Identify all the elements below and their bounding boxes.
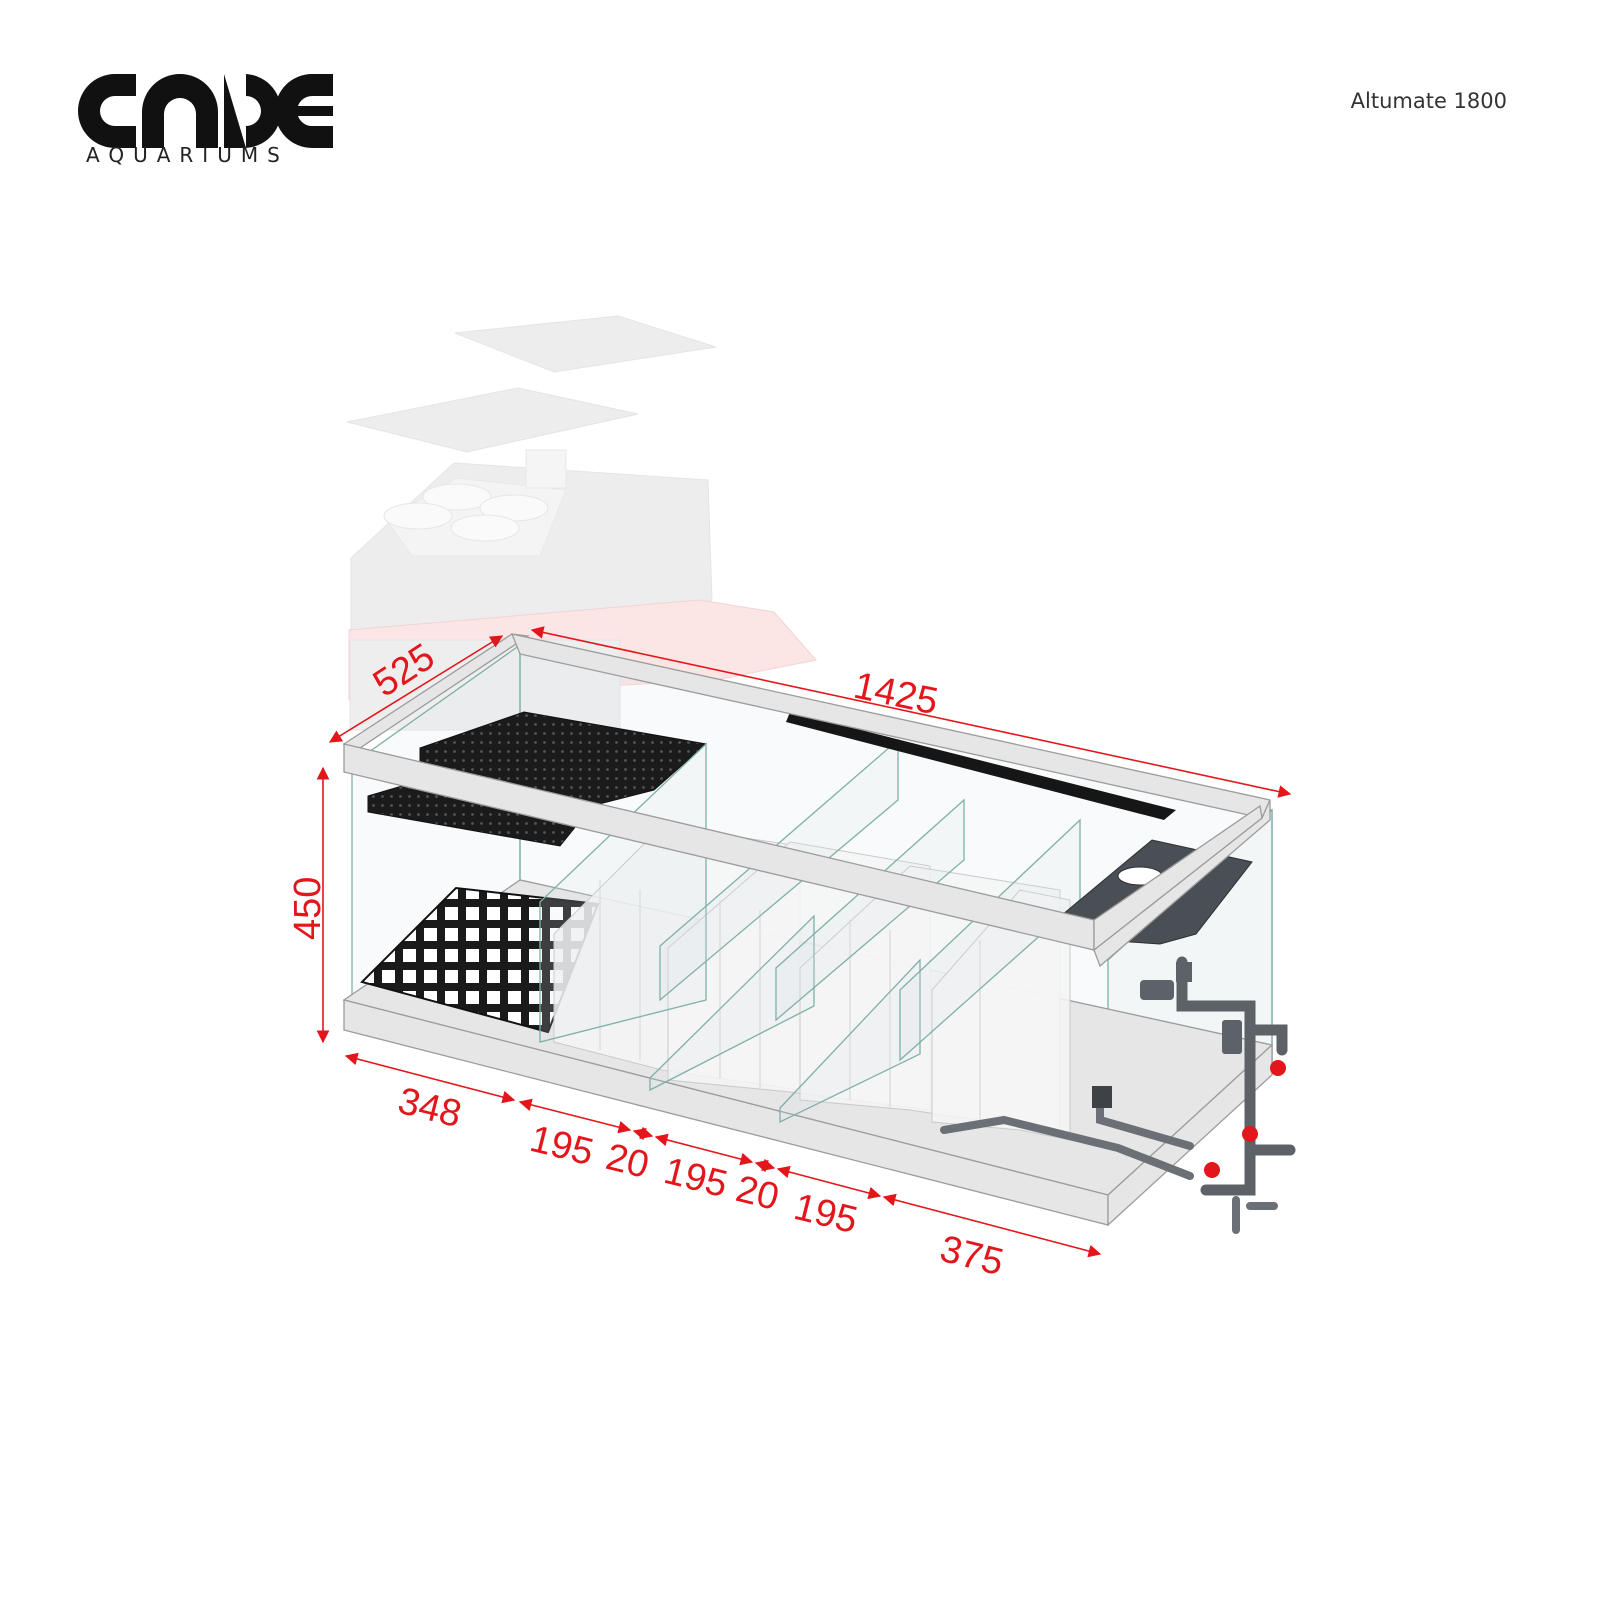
dim-section-3: 20 bbox=[602, 1136, 653, 1187]
logo-subtitle: AQUARIUMS bbox=[86, 143, 289, 167]
pipe-union bbox=[1140, 980, 1174, 1000]
ball-valve-2-icon[interactable] bbox=[1242, 1126, 1258, 1142]
logo-letter-c bbox=[78, 74, 136, 148]
drain-fitting bbox=[1092, 1086, 1112, 1108]
dim-section-6: 195 bbox=[790, 1186, 862, 1242]
logo-letter-a bbox=[142, 74, 218, 148]
plumbing bbox=[940, 956, 1296, 1234]
filter-shelf bbox=[367, 785, 577, 847]
ball-valve-1-icon[interactable] bbox=[1270, 1060, 1286, 1076]
cade-logo: AQUARIUMS bbox=[78, 74, 333, 167]
sump-tank bbox=[342, 633, 1274, 1227]
dim-section-2: 195 bbox=[526, 1118, 598, 1174]
media-chambers bbox=[553, 825, 1071, 1141]
dim-height: 450 bbox=[287, 877, 329, 940]
dim-section-5: 20 bbox=[732, 1168, 783, 1219]
ball-valve-3-icon[interactable] bbox=[1204, 1162, 1220, 1178]
logo-letter-d bbox=[224, 74, 281, 148]
logo-letter-e bbox=[275, 74, 333, 148]
model-name: Altumate 1800 bbox=[1351, 89, 1507, 113]
dim-section-1: 348 bbox=[394, 1080, 466, 1136]
dim-section-4: 195 bbox=[660, 1150, 732, 1206]
dim-section-7: 375 bbox=[936, 1228, 1008, 1284]
